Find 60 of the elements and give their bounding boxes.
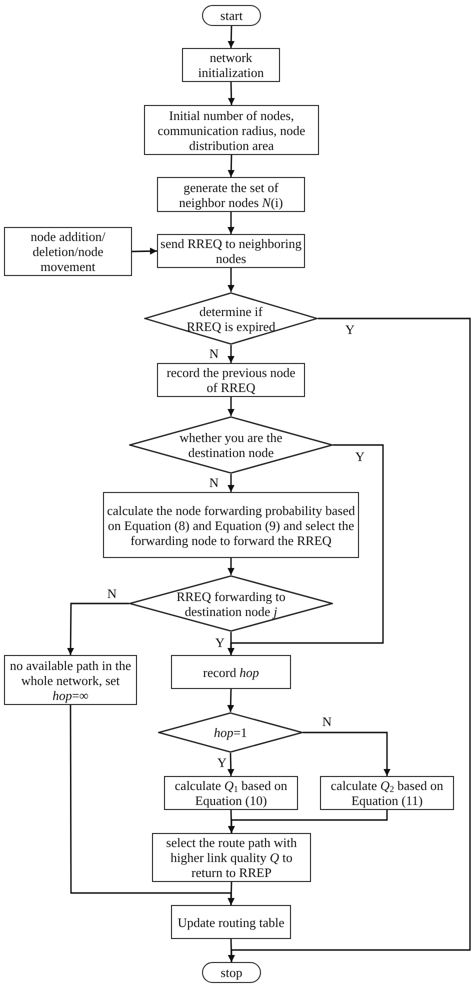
node-text: record the previous node of RREQ [166, 365, 296, 395]
node-text: select the route path with higher link quality Q to return to RREP [165, 835, 298, 880]
node-text: determine if RREQ is expired [186, 304, 276, 334]
node-text: send RREQ to neighboring nodes [160, 236, 302, 266]
process-box [157, 363, 305, 397]
connector-arrow [228, 558, 234, 575]
connector-arrow [67, 602, 129, 655]
node-text: generate the set of neighbor nodes N(i) [178, 180, 284, 210]
process-box [144, 105, 319, 155]
process-box [157, 177, 305, 212]
edge-label: N [208, 476, 220, 490]
connector-arrow [228, 810, 388, 833]
process-box [164, 776, 298, 810]
node-text: calculate the node forwarding probability based on Equation (8) and Equation (9) and select the forwarding node to forward the RREQ [106, 502, 356, 548]
process-box [103, 492, 359, 558]
decision-diamond [144, 292, 318, 345]
connector-arrow [228, 474, 234, 492]
process-box [182, 48, 280, 82]
node-text: Update routing table [178, 914, 284, 930]
node-text: network initialization [197, 50, 265, 80]
connector-arrow [70, 705, 234, 905]
connector-arrow [228, 26, 235, 48]
connector-arrow [228, 938, 235, 962]
node-text: whether you are the destination node [178, 430, 284, 460]
connector-arrow [227, 752, 234, 776]
node-text: RREQ forwarding to destination node j [175, 588, 287, 618]
edge-label: N [208, 347, 220, 361]
connector-arrow [228, 212, 234, 234]
connector-arrow [228, 345, 234, 363]
node-text: calculate Q$_{1}$ based on Equation (10) [174, 778, 288, 808]
connector-arrow [227, 688, 234, 712]
process-box [152, 833, 311, 882]
connector-arrow [228, 268, 234, 292]
decision-diamond [158, 712, 303, 753]
edge-label: Y [344, 323, 356, 337]
process-box [171, 655, 291, 689]
connector-arrow [228, 632, 234, 655]
connector-arrow [228, 154, 235, 178]
node-text: node addition/ deletion/node movement [30, 229, 106, 274]
edge-label: Y [216, 756, 228, 770]
edge-label: Y [354, 450, 366, 464]
node-text: calculate Q$_{2}$ based on Equation (11) [330, 778, 444, 808]
connector-arrow [132, 248, 158, 255]
edge-label: N [106, 587, 118, 601]
decision-diamond [129, 575, 333, 632]
connector-arrow [228, 397, 234, 416]
connector-arrow [228, 82, 235, 106]
connector-arrow [303, 732, 390, 776]
process-box [320, 776, 454, 810]
node-text: start [220, 8, 243, 23]
edge-label: Y [214, 636, 226, 650]
node-text: record hop [203, 664, 259, 680]
node-text: no available path in the whole network, set hop=∞ [8, 658, 132, 702]
node-text: hop=1 [214, 725, 248, 740]
process-box [171, 905, 291, 939]
node-text: Initial number of nodes, communication radius, node distribution area [156, 108, 306, 152]
process-box [4, 227, 132, 276]
node-text: stop [220, 965, 242, 980]
decision-diamond [129, 416, 333, 474]
edge-label: N [321, 715, 333, 729]
